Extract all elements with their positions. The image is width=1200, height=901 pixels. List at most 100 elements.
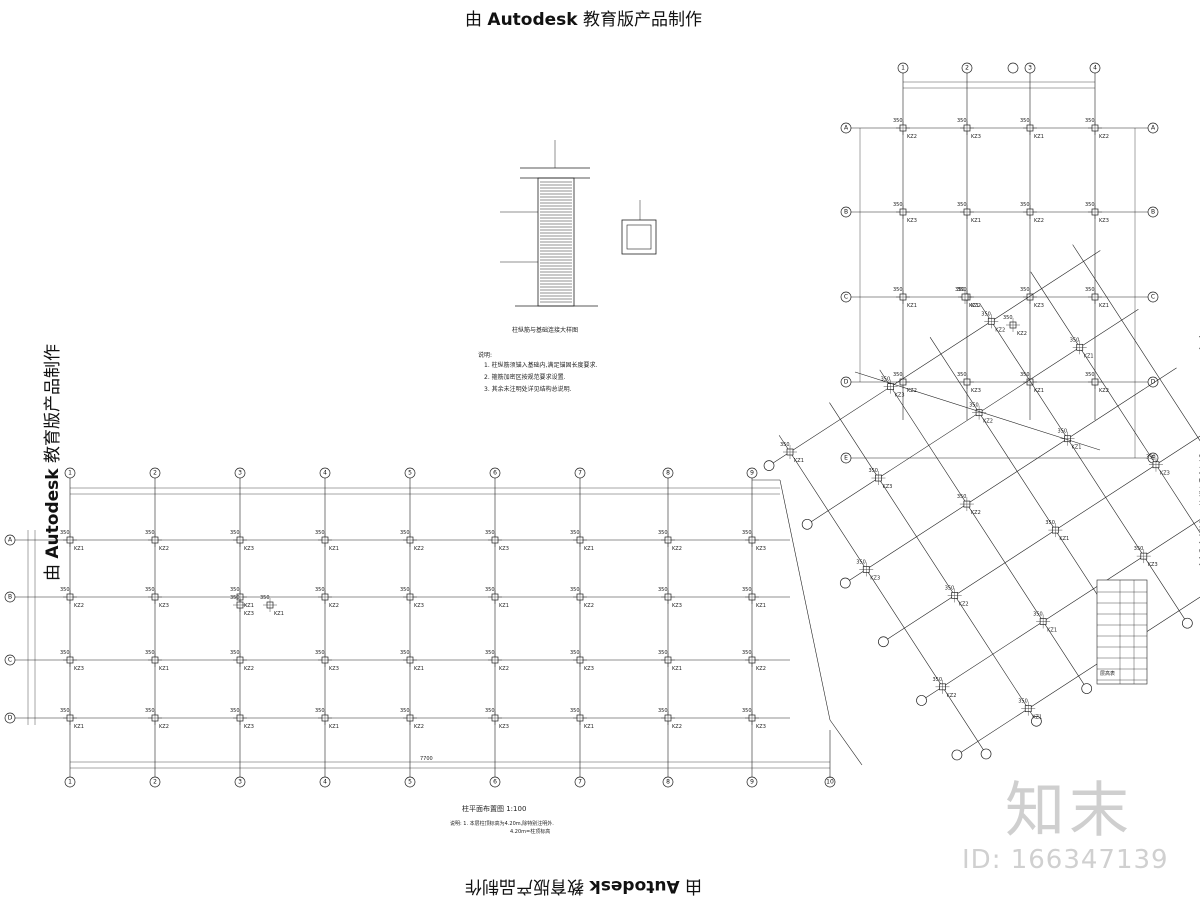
column-label: KZ3 (74, 666, 84, 672)
column-label: KZ1 (274, 611, 284, 617)
column-label: KZ2 (995, 327, 1005, 333)
diagonal-grid-line (768, 250, 1101, 466)
column-label: KZ2 (159, 546, 169, 552)
column-label: KZ3 (499, 724, 509, 730)
top-axis-bubble (319, 467, 331, 479)
top-axis-bubble (1089, 62, 1101, 74)
diagonal-axis-bubble (951, 749, 963, 761)
column-label: KZ1 (1032, 715, 1042, 721)
column-dimension: 350 (658, 708, 668, 714)
column-dimension: 350 (932, 677, 942, 683)
column-label: KZ1 (584, 724, 594, 730)
diagonal-grid-line (956, 596, 1200, 756)
column-label: KZ1 (499, 603, 509, 609)
bottom-axis-bubble (746, 776, 758, 788)
column-dimension: 350 (1020, 287, 1030, 293)
column-label: KZ2 (414, 724, 424, 730)
column-label: KZ3 (870, 575, 880, 581)
column-label: KZ2 (1017, 331, 1027, 337)
column-dimension: 350 (1003, 315, 1013, 321)
axis-bubble-label: B (1151, 209, 1155, 216)
column-label: KZ2 (907, 388, 917, 394)
column-dimension: 350 (1085, 287, 1095, 293)
image-id-watermark: ID: 166347139 (962, 845, 1169, 875)
column-label: KZ1 (1059, 536, 1069, 542)
axis-bubble-label: C (844, 294, 848, 301)
column-label: KZ2 (672, 546, 682, 552)
column-dimension: 350 (315, 587, 325, 593)
column-dimension: 350 (1085, 372, 1095, 378)
column-dimension: 350 (485, 708, 495, 714)
column-dimension: 350 (315, 708, 325, 714)
column-label: KZ3 (1160, 471, 1170, 477)
column-label: KZ1 (329, 546, 339, 552)
top-axis-bubble (404, 467, 416, 479)
column-label: KZ1 (244, 603, 254, 609)
column-label: KZ2 (907, 134, 917, 140)
outline-line (779, 479, 831, 721)
column-label: KZ1 (1034, 388, 1044, 394)
axis-bubble-label: 8 (666, 470, 670, 477)
axis-bubble-label: 8 (666, 779, 670, 786)
bottom-axis-bubble (404, 776, 416, 788)
column-label: KZ2 (74, 603, 84, 609)
column-dimension: 350 (400, 708, 410, 714)
diagonal-grid-line (845, 367, 1177, 584)
column-label: KZ1 (969, 303, 979, 309)
top-axis-bubble (961, 62, 973, 74)
diagonal-grid-line (883, 435, 1200, 642)
column-dimension: 350 (400, 530, 410, 536)
column-label: KZ2 (946, 693, 956, 699)
column-label: KZ3 (329, 666, 339, 672)
diagonal-axis-bubble (1182, 617, 1193, 629)
column-dimension: 350 (945, 585, 955, 591)
column-dimension: 350 (60, 587, 70, 593)
top-axis-bubble (234, 467, 246, 479)
column-dimension: 350 (658, 650, 668, 656)
axis-bubble-label: 1 (68, 779, 72, 786)
column-dimension: 350 (856, 559, 866, 565)
diagonal-grid-line (980, 304, 1188, 624)
column-dimension: 350 (780, 442, 790, 448)
axis-bubble-label: 5 (408, 470, 412, 477)
axis-bubble-label: 1 (68, 470, 72, 477)
column-label: KZ3 (756, 724, 766, 730)
bottom-axis-bubble (319, 776, 331, 788)
top-axis-bubble (1024, 62, 1036, 74)
detail-note-0: 说明: (478, 352, 493, 359)
axis-bubble-label: A (1151, 125, 1156, 132)
column-label: KZ3 (882, 484, 892, 490)
column-dimension: 350 (893, 287, 903, 293)
story-height-table (1096, 579, 1148, 685)
top-axis-bubble (897, 62, 909, 74)
column-label: KZ2 (1034, 218, 1044, 224)
axis-bubble-label: D (844, 379, 849, 386)
axis-bubble-label: 2 (965, 65, 969, 72)
column-dimension: 350 (893, 372, 903, 378)
column-label: KZ1 (1072, 445, 1082, 451)
column-dimension: 350 (485, 587, 495, 593)
diagonal-grid-line (806, 308, 1139, 525)
column-section (621, 219, 657, 255)
table-title: 层高表 (1100, 671, 1116, 677)
column-dimension: 350 (570, 708, 580, 714)
column-label: KZ2 (329, 603, 339, 609)
column-dimension: 350 (145, 587, 155, 593)
column-dimension: 350 (230, 530, 240, 536)
diagonal-grid-line (921, 519, 1200, 701)
column-label: KZ3 (414, 603, 424, 609)
axis-bubble-label: 3 (238, 779, 242, 786)
column-label: KZ2 (584, 603, 594, 609)
outline-line (854, 371, 1101, 451)
column-label: KZ3 (1034, 303, 1044, 309)
column-dimension: 350 (742, 587, 752, 593)
axis-bubble-label: 3 (1028, 65, 1032, 72)
column-dimension: 350 (315, 650, 325, 656)
column-label: KZ1 (1084, 353, 1094, 359)
column-label: KZ3 (244, 724, 254, 730)
column-dimension: 350 (1134, 546, 1144, 552)
column-dimension: 350 (1033, 611, 1043, 617)
plan-caption: 柱平面布置图 1:100 (462, 805, 527, 813)
